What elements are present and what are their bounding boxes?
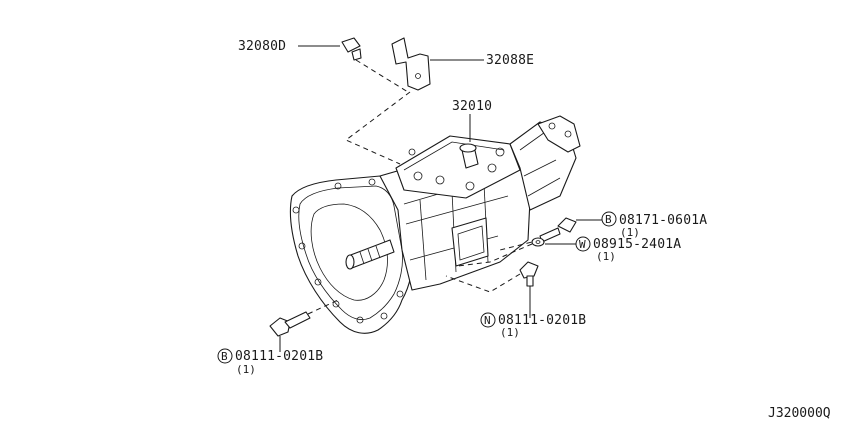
transmission-assembly [289, 115, 581, 334]
part-32088e-label: 32088E [486, 53, 534, 68]
svg-text:B: B [221, 350, 228, 363]
svg-text:N: N [484, 314, 491, 327]
circled-b-marker: B [217, 348, 233, 364]
part-08111-0201b-b-qty: (1) [236, 363, 256, 376]
washer-icon [531, 237, 545, 247]
part-08171-0601a-label: 08171-0601A [619, 213, 707, 228]
part-washer-08915-2401a: W 08915-2401A (1) [457, 236, 681, 267]
circled-w-marker: W [575, 236, 591, 252]
bolt-icon [269, 311, 311, 337]
bolt-icon [341, 37, 362, 61]
svg-text:W: W [579, 238, 586, 251]
part-32080d-label: 32080D [238, 39, 286, 54]
part-08915-2401a-qty: (1) [596, 250, 616, 263]
part-32088e: 32088E [345, 37, 534, 165]
part-08111-0201b-b-label: 08111-0201B [235, 349, 323, 364]
svg-text:B: B [605, 213, 612, 226]
bracket-icon [391, 37, 431, 91]
part-nut-08111-0201b: N 08111-0201B (1) [445, 261, 586, 339]
part-32080d: 32080D [238, 37, 409, 93]
bolt-icon [539, 217, 577, 243]
circled-b-marker: B [601, 211, 617, 227]
part-bolt-08111-0201b: B 08111-0201B (1) [217, 299, 339, 376]
diagram-code: J320000Q [768, 406, 831, 421]
part-08111-0201b-n-qty: (1) [500, 326, 520, 339]
part-32010: 32010 [452, 99, 492, 142]
part-08915-2401a-label: 08915-2401A [593, 237, 681, 252]
nut-bolt-icon [519, 261, 539, 287]
part-08171-0601a-qty: (1) [620, 226, 640, 239]
circled-n-marker: N [480, 312, 496, 328]
part-08111-0201b-n-label: 08111-0201B [498, 313, 586, 328]
part-32010-label: 32010 [452, 99, 492, 114]
part-bolt-08171-0601a: B 08171-0601A (1) [499, 211, 707, 251]
